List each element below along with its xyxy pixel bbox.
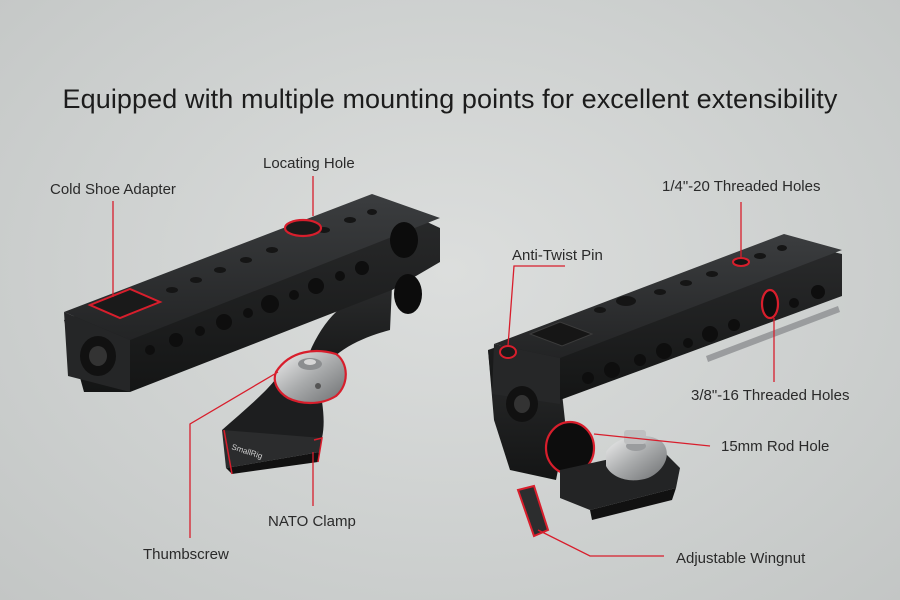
callout-adjustable-wingnut: Adjustable Wingnut bbox=[676, 550, 806, 567]
right-top-holes bbox=[594, 245, 787, 313]
left-top-handle: SmallRig bbox=[64, 194, 440, 475]
nato-clamp-highlight bbox=[223, 429, 233, 475]
anti-twist-pin-highlight bbox=[499, 345, 517, 359]
callout-quarter-threaded-holes: 1/4"-20 Threaded Holes bbox=[662, 178, 821, 195]
three-eighths-threaded-hole-highlight bbox=[760, 288, 780, 320]
left-leader-lines bbox=[112, 176, 314, 538]
callout-cold-shoe-adapter: Cold Shoe Adapter bbox=[50, 181, 176, 198]
left-top-holes bbox=[166, 209, 377, 293]
callout-rod-hole: 15mm Rod Hole bbox=[721, 438, 830, 455]
callout-anti-twist-pin: Anti-Twist Pin bbox=[512, 247, 603, 264]
left-side-holes bbox=[145, 261, 369, 355]
right-top-handle bbox=[488, 234, 842, 538]
thumbscrew bbox=[273, 350, 347, 405]
headline: Equipped with multiple mounting points f… bbox=[62, 84, 838, 114]
callout-locating-hole: Locating Hole bbox=[263, 155, 355, 172]
right-side-holes bbox=[582, 285, 825, 384]
callout-nato-clamp: NATO Clamp bbox=[268, 513, 356, 530]
callout-three-eighths-threaded-holes: 3/8"-16 Threaded Holes bbox=[691, 387, 850, 404]
cold-shoe-highlight bbox=[87, 287, 163, 320]
quarter-threaded-hole-highlight bbox=[732, 257, 750, 267]
right-leader-lines bbox=[507, 202, 775, 557]
locating-hole-highlight bbox=[283, 218, 323, 238]
callout-thumbscrew: Thumbscrew bbox=[143, 546, 229, 563]
wingnut-pin-highlight bbox=[516, 484, 550, 538]
adjustable-wingnut bbox=[606, 430, 667, 481]
